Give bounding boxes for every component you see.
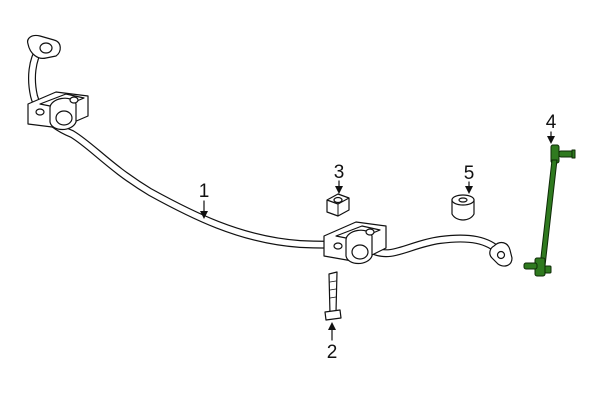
- svg-text:2: 2: [327, 342, 338, 363]
- left-bushing-bracket[interactable]: [27, 91, 89, 131]
- callout-arrow-3: [335, 186, 343, 194]
- svg-text:1: 1: [199, 181, 210, 202]
- callout-2: 2: [327, 322, 338, 363]
- callout-4: 4: [546, 112, 557, 144]
- callout-arrow-2: [328, 322, 336, 330]
- stabilizer-bar[interactable]: [27, 34, 513, 267]
- callout-arrow-5: [465, 186, 473, 194]
- callout-arrow-4: [547, 136, 555, 144]
- callout-3: 3: [334, 162, 345, 194]
- stabilizer-link[interactable]: [523, 144, 576, 277]
- nut[interactable]: [326, 193, 350, 217]
- right-bushing-bracket[interactable]: [323, 221, 387, 265]
- callout-5: 5: [464, 163, 475, 194]
- callout-arrow-1: [200, 211, 208, 219]
- svg-text:5: 5: [464, 163, 475, 184]
- svg-text:3: 3: [334, 162, 345, 183]
- svg-text:4: 4: [546, 112, 557, 133]
- callout-1: 1: [199, 181, 210, 219]
- bolt[interactable]: [324, 271, 342, 321]
- bushing[interactable]: [451, 194, 475, 221]
